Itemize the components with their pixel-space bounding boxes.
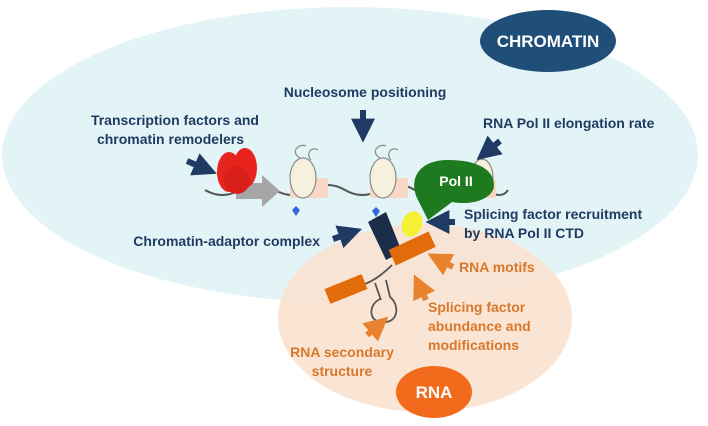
transcription-factor-icon: [224, 166, 250, 194]
elongation-arrow-icon: [476, 135, 503, 161]
splicing-recruit-label-line2: by RNA Pol II CTD: [464, 225, 584, 241]
exon-block: [388, 231, 436, 266]
chromatin-region: [2, 7, 698, 303]
chromatin-badge: [480, 10, 616, 72]
tf-label-line1: Transcription factors and: [91, 112, 259, 128]
rna-badge-label: RNA: [416, 383, 453, 402]
secondary-structure-label-line2: structure: [312, 363, 373, 379]
rna-motifs-label: RNA motifs: [459, 259, 535, 275]
abundance-label-line2: abundance and: [428, 318, 531, 334]
adaptor-complex-label: Chromatin-adaptor complex: [133, 233, 320, 249]
rna-motifs-arrow-icon: [427, 253, 455, 276]
exon-block-2: [324, 274, 368, 304]
abundance-arrow-icon: [413, 274, 435, 302]
histone-mark-2: [372, 207, 380, 217]
splicing-factor-icon: [401, 211, 423, 237]
nucleosome-1: [289, 144, 328, 199]
elongation-rate-label: RNA Pol II elongation rate: [483, 115, 655, 131]
pol2-label: Pol II: [439, 173, 472, 189]
secondary-structure-label-line1: RNA secondary: [290, 344, 394, 360]
nucleosome-positioning-label: Nucleosome positioning: [284, 84, 447, 100]
chromatin-badge-label: CHROMATIN: [497, 32, 600, 51]
splicing-recruit-label-line1: Splicing factor recruitment: [464, 206, 642, 222]
histone-mark-1: [292, 206, 300, 216]
rna-region: [278, 224, 572, 412]
nucleosome-2: [369, 144, 408, 199]
tf-label-line2: chromatin remodelers: [97, 131, 244, 147]
tf-arrow-icon: [185, 153, 217, 176]
abundance-label-line3: modifications: [428, 337, 519, 353]
adaptor-arrow-icon: [332, 225, 363, 249]
pol2-icon: [414, 160, 494, 220]
rna-badge: [396, 366, 472, 418]
secondary-structure-arrow-icon: [362, 316, 389, 342]
abundance-label-line1: Splicing factor: [428, 299, 526, 315]
